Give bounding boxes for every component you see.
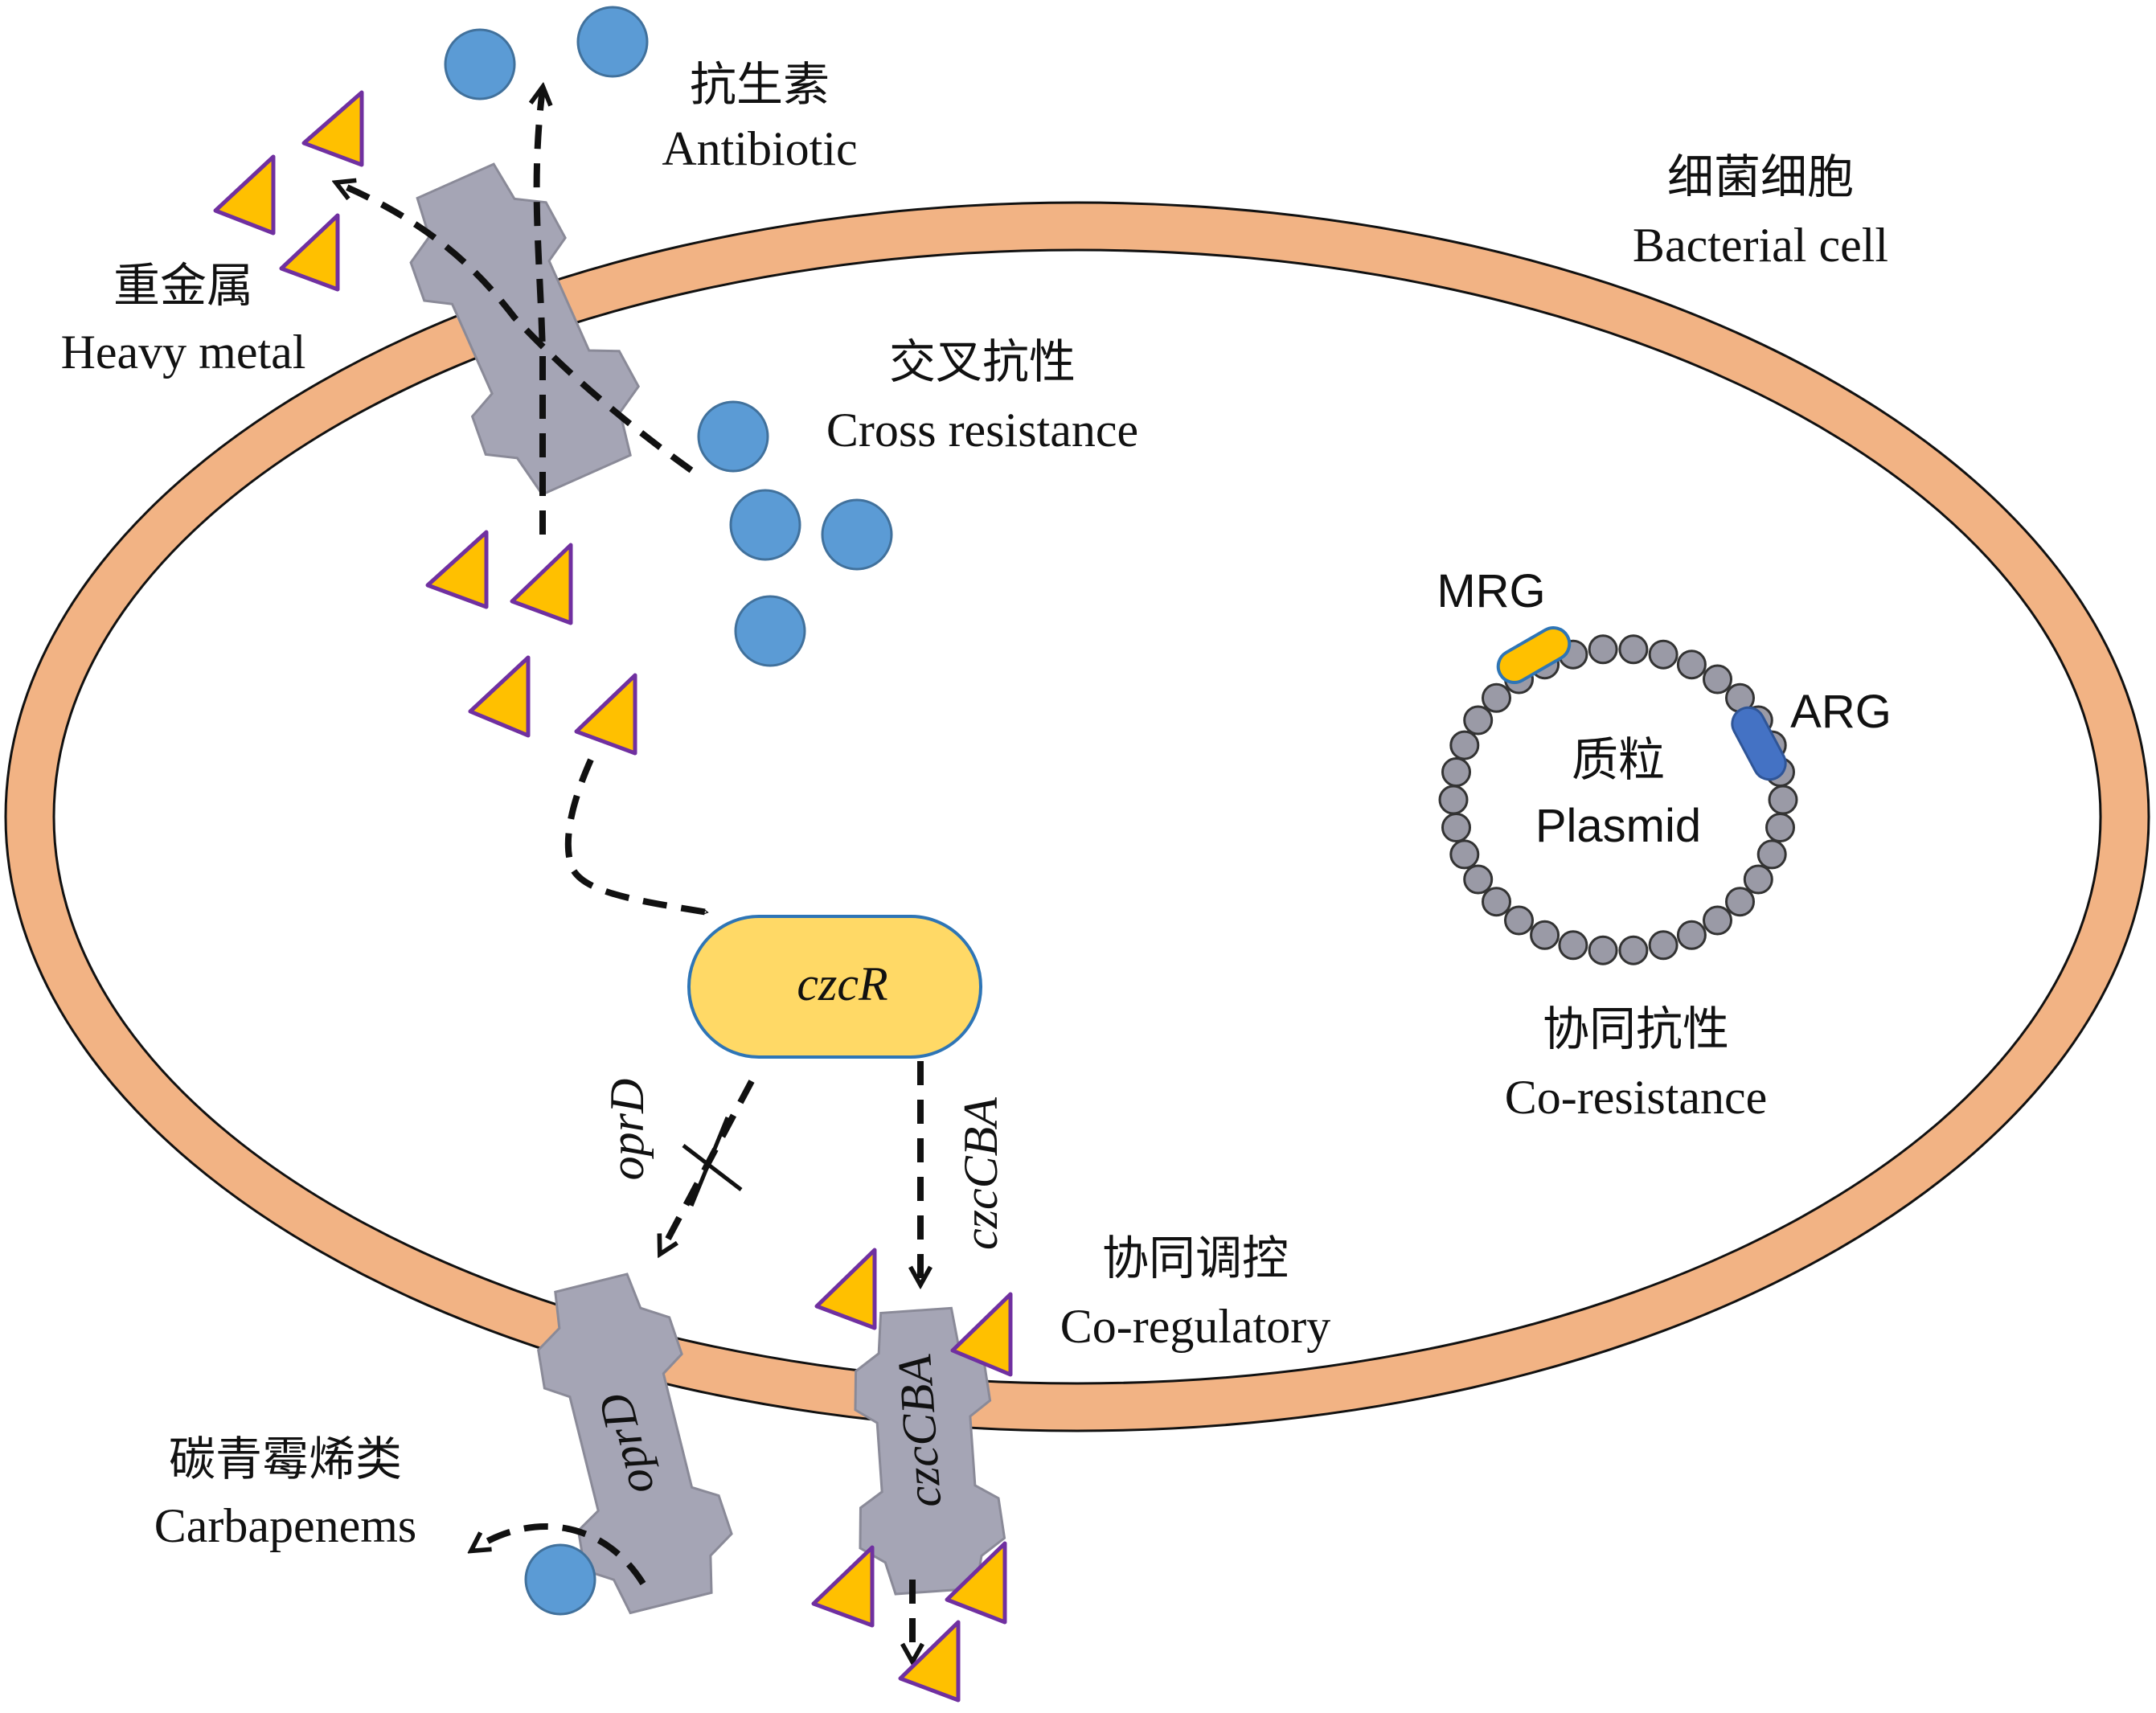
oprd-arrow-label: oprD [600,1079,654,1181]
heavy-metal-icon [950,1292,1013,1377]
plasmid-bead [1449,839,1480,870]
plasmid-bead [1558,930,1588,961]
plasmid-label-zh: 质粒 [1572,732,1665,787]
heavy-metal-icon [898,1620,961,1703]
carbapenem-entry-path [473,1523,646,1586]
plasmid-bead [1441,757,1471,787]
antibiotic-molecules [444,6,893,1616]
plasmid-bead [1648,639,1678,670]
czccba-pump: czcCBA [854,1306,1006,1596]
heavy-metal-icon [814,1248,877,1330]
plasmid-bead [1463,705,1494,736]
bacterial-cell [4,201,2150,1432]
metal-to-czcr-path [564,758,707,916]
heavy-metal-icon [213,154,276,236]
antibiotic-icon [821,498,893,571]
carbapenem-label-zh: 碳青霉烯类 [169,1432,402,1486]
antibiotic-icon [729,489,801,561]
mrg-gene [1496,626,1572,684]
heavy-metal-icon [510,543,573,625]
heavy-metal-icon [811,1545,875,1628]
plasmid-bead [1725,887,1755,917]
heavy-metal-icon [425,530,489,609]
plasmid-bead [1482,887,1511,917]
oprd-channel: oprD [537,1272,733,1615]
czcr-label: czcR [797,957,887,1010]
mrg-label: MRG [1437,565,1545,617]
heavy-metal-icon [301,90,364,167]
plasmid-bead [1463,864,1494,895]
co-regulatory-label-en: Co-regulatory [1060,1300,1331,1353]
heavy-metal-ions [213,90,1013,1703]
plasmid-bead [1765,813,1795,842]
plasmid-bead [1618,935,1649,965]
plasmid-bead [1482,682,1511,713]
antibiotic-icon [524,1543,596,1616]
plasmid-bead [1703,905,1732,936]
heavy-metal-icon [279,213,340,292]
cross-resistance-label-zh: 交叉抗性 [889,334,1076,389]
plasmid-bead [1438,785,1469,815]
plasmid-bead [1504,905,1534,936]
metal-label-zh: 重金属 [113,258,253,313]
plasmid-bead [1676,650,1707,680]
czcr-regulator: czcR [687,915,982,1059]
blocked-cross-icon [682,1117,743,1207]
plasmid-bead [1618,634,1649,665]
carbapenem-label-en: Carbapenems [154,1499,417,1552]
antibiotic-icon [576,6,649,78]
antibiotic-label-zh: 抗生素 [690,57,830,112]
plasmid-bead [1441,813,1471,842]
plasmid-bead [1530,920,1560,950]
plasmid-bead [1449,730,1480,760]
heavy-metal-icon [945,1541,1007,1625]
cross-resistance-path [338,183,694,473]
antibiotic-icon [697,400,769,473]
czccba-pump-label: czcCBA [887,1353,951,1509]
plasmid [1438,626,1798,965]
antibiotic-label-en: Antibiotic [662,122,857,175]
plasmid-bead [1648,930,1678,961]
co-resistance-label-en: Co-resistance [1505,1071,1768,1124]
antibiotic-icon [444,28,516,100]
antibiotic-efflux-path [537,88,543,535]
plasmid-bead [1588,634,1618,665]
cross-resistance-label-en: Cross resistance [826,404,1138,457]
cell-cytoplasm [52,248,2102,1385]
co-regulatory-label-zh: 协同调控 [1102,1231,1289,1285]
arg-gene [1731,706,1787,781]
antibiotic-icon [734,595,806,667]
heavy-metal-icon [574,673,637,756]
cell-label-zh: 细菌细胞 [1667,150,1854,204]
plasmid-bead [1588,935,1618,965]
plasmid-bead [1743,864,1773,895]
arg-label: ARG [1790,686,1892,738]
plasmid-bead [1703,664,1732,695]
heavy-metal-icon [468,655,531,738]
membrane-transporter-top [409,162,641,496]
plasmid-label-en: Plasmid [1535,800,1701,852]
cell-label-en: Bacterial cell [1633,219,1888,272]
metal-label-en: Heavy metal [61,326,306,379]
plasmid-bead [1676,920,1707,950]
plasmid-bead [1756,839,1787,870]
co-resistance-label-zh: 协同抗性 [1543,1002,1729,1056]
plasmid-bead [1768,785,1798,815]
czccba-arrow-label: czcCBA [954,1097,1007,1250]
labels: 抗生素 Antibiotic 细菌细胞 Bacterial cell 重金属 H… [61,57,1892,1552]
